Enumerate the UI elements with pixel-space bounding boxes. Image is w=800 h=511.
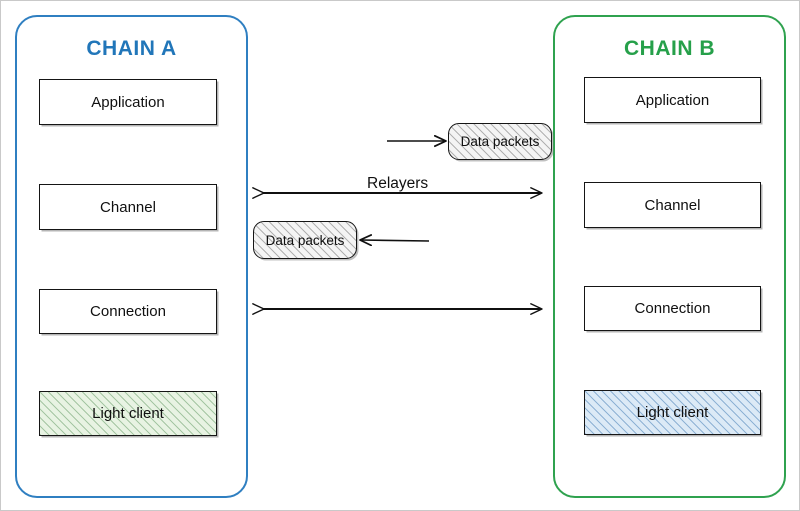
chain-a-title: CHAIN A — [86, 37, 177, 60]
data-packet-top-label: Data packets — [460, 134, 540, 149]
chain-a-layer-channel-label: Channel — [100, 198, 156, 216]
data-packet-bottom-label: Data packets — [265, 232, 345, 248]
data-packet-top[interactable]: Data packets — [448, 123, 552, 160]
chain-a-layer-application[interactable]: Application — [39, 79, 217, 125]
data-packet-bottom[interactable]: Data packets — [253, 221, 357, 259]
chain-b-layer-connection[interactable]: Connection — [584, 286, 761, 331]
chain-b-layer-channel[interactable]: Channel — [584, 182, 761, 228]
chain-b-layer-application-label: Application — [635, 91, 710, 109]
chain-a-layer-light-client-label: Light client — [92, 405, 164, 422]
relayers-label: Relayers — [367, 175, 429, 192]
chain-b-layer-light-client[interactable]: Light client — [584, 390, 761, 435]
chain-b-layer-light-client-label: Light client — [636, 404, 709, 421]
chain-b-title: CHAIN B — [624, 37, 715, 60]
chain-a-layer-connection[interactable]: Connection — [39, 289, 217, 334]
chain-a-layer-channel[interactable]: Channel — [39, 184, 217, 230]
chain-b-layer-channel-label: Channel — [644, 196, 701, 214]
chain-a-layer-application-label: Application — [91, 93, 165, 111]
chain-b-layer-application[interactable]: Application — [584, 77, 761, 123]
arrow-to-bottom-data-packet — [361, 240, 430, 241]
chain-b-layer-connection-label: Connection — [634, 300, 711, 317]
chain-a-layer-light-client[interactable]: Light client — [39, 391, 217, 436]
chain-a-layer-connection-label: Connection — [90, 303, 166, 320]
